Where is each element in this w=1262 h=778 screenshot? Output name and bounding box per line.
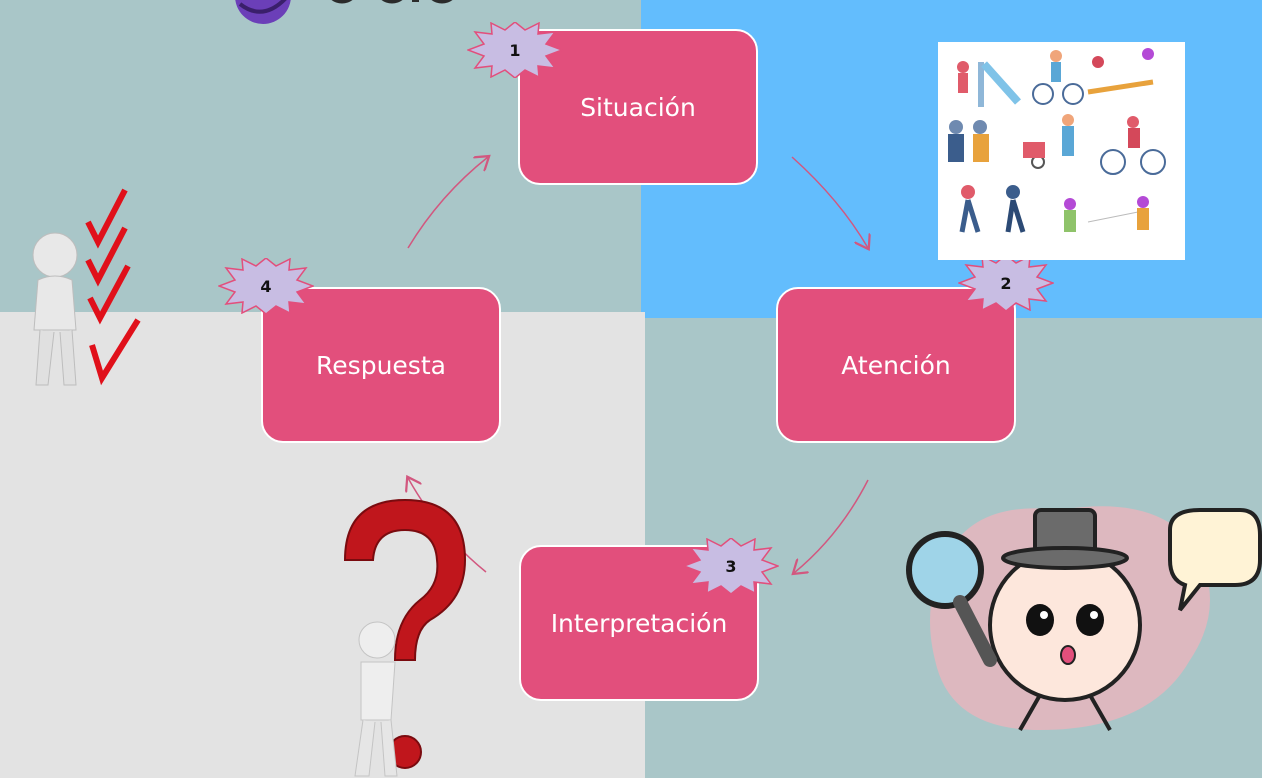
- step-label-situacion: Situación: [580, 92, 696, 122]
- step-number-1: 1: [509, 40, 521, 60]
- step-box-atencion: Atención: [776, 287, 1016, 443]
- star-badge-icon: [218, 258, 314, 314]
- step-number-4: 4: [260, 276, 272, 296]
- step-number-badge-4: 4: [218, 258, 314, 314]
- step-label-respuesta: Respuesta: [316, 350, 446, 380]
- person-with-checkmarks-figure: [32, 188, 141, 386]
- step-number-badge-1: 1: [467, 22, 563, 78]
- step-number-2: 2: [1000, 273, 1012, 293]
- step-number-3: 3: [725, 556, 737, 576]
- arrow-situacion-to-atencion: [791, 156, 868, 248]
- step-box-respuesta: Respuesta: [261, 287, 501, 443]
- arrow-respuesta-to-situacion: [407, 157, 488, 249]
- checkmark-icon: [87, 264, 131, 325]
- star-badge-icon: [467, 22, 563, 78]
- star-badge-icon: [683, 538, 779, 594]
- step-label-atencion: Atención: [841, 350, 951, 380]
- checkmark-icon: [85, 188, 128, 249]
- step-label-interpretacion: Interpretación: [550, 608, 728, 638]
- person-question-mark-figure: [343, 498, 467, 777]
- title-cropped-text-graphic: [331, 0, 453, 4]
- step-number-badge-3: 3: [683, 538, 779, 594]
- step-box-interpretacion: Interpretación: [519, 545, 759, 701]
- arrow-atencion-to-interpretacion: [794, 479, 869, 573]
- title-globe-icon: [235, 0, 291, 24]
- checkmark-icon: [85, 226, 128, 287]
- checkmark-icon: [89, 318, 141, 386]
- step-number-badge-2: 2: [958, 255, 1054, 311]
- people-activities-illustration: [938, 42, 1185, 260]
- magnifying-glass-icon: [906, 531, 984, 609]
- step-box-situacion: Situación: [518, 29, 758, 185]
- detective-character-illustration: [906, 506, 1262, 731]
